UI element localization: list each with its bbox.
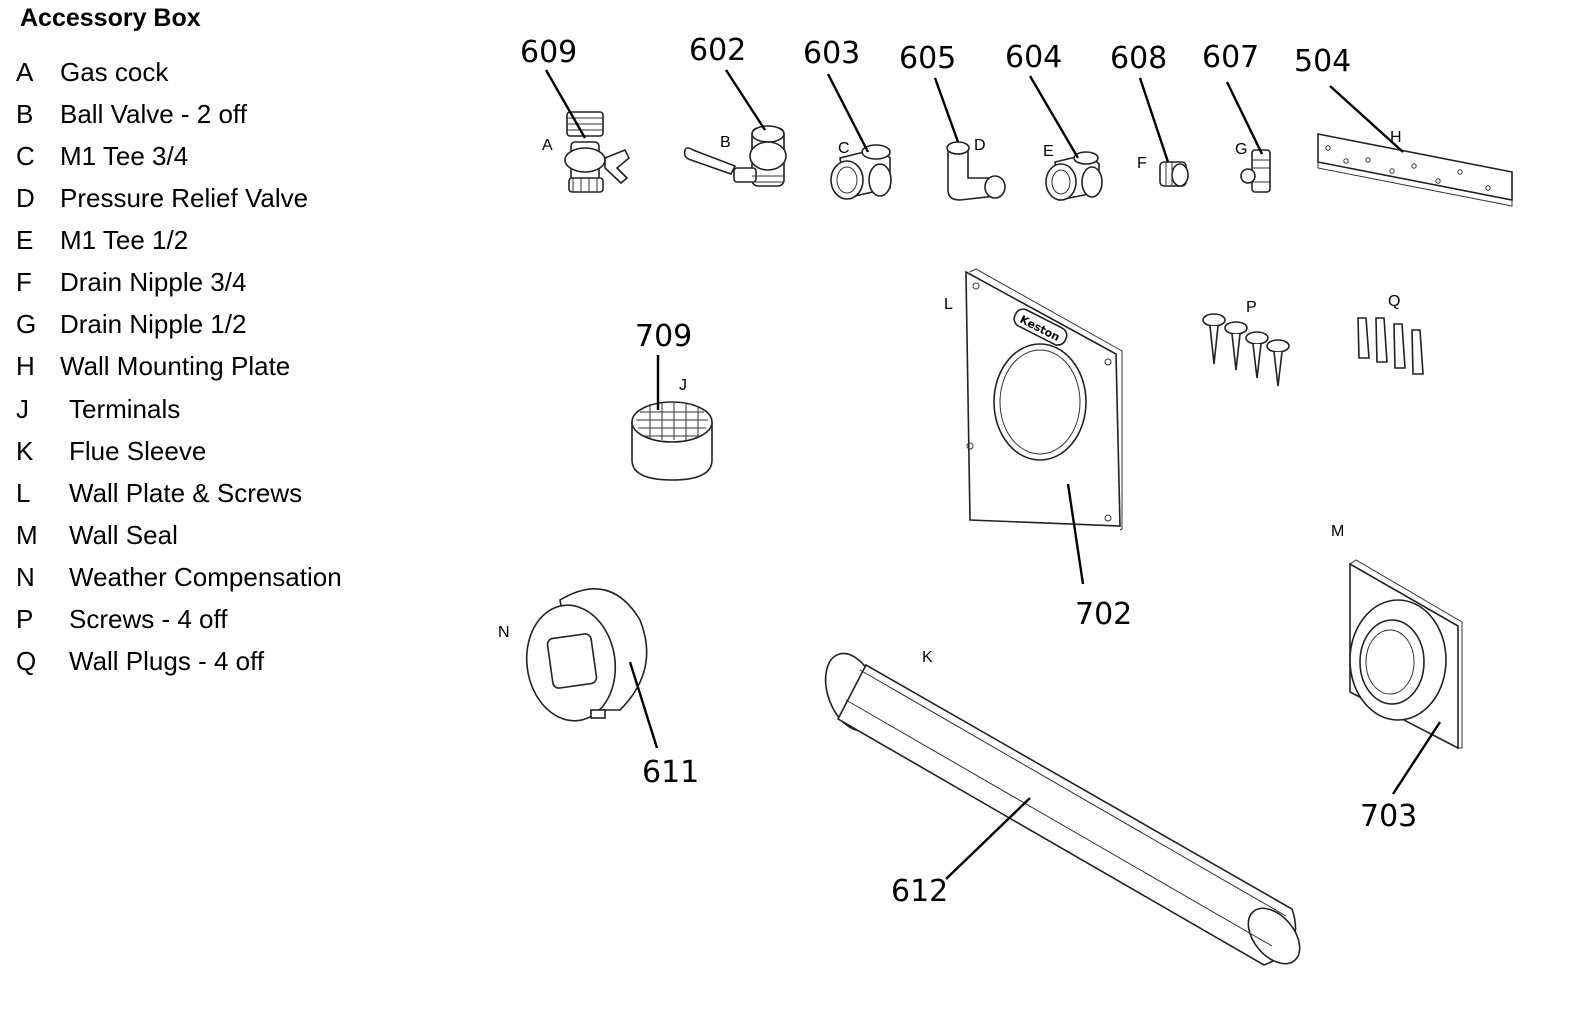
part-c-tee-3-4: C 603	[803, 36, 892, 200]
part-e-number: 604	[1005, 40, 1062, 75]
part-b-ball-valve: B 602	[683, 33, 787, 187]
part-e-letter: E	[1043, 143, 1054, 160]
part-j-number: 709	[635, 319, 692, 354]
part-q-wall-plugs: Q	[1357, 293, 1424, 375]
part-a-number: 609	[520, 35, 577, 70]
part-e-tee-1-2: E 604	[1005, 40, 1103, 201]
part-b-letter: B	[720, 134, 731, 151]
part-j-terminals: J 709	[631, 319, 713, 481]
part-f-letter: F	[1137, 155, 1147, 172]
part-g-letter: G	[1235, 141, 1247, 158]
part-l-letter: L	[944, 296, 953, 313]
part-h-number: 504	[1294, 44, 1351, 79]
part-l-number: 702	[1075, 597, 1132, 632]
part-h-letter: H	[1390, 129, 1402, 146]
part-k-number: 612	[891, 874, 948, 909]
part-j-letter: J	[679, 377, 687, 394]
part-l-wall-plate: Keston L 702	[944, 268, 1132, 632]
part-f-number: 608	[1110, 41, 1167, 76]
part-q-letter: Q	[1388, 293, 1400, 310]
part-p-screws: P	[1202, 299, 1290, 387]
part-m-wall-seal: M 703	[1331, 523, 1463, 834]
part-d-letter: D	[974, 137, 986, 154]
part-b-number: 602	[689, 33, 746, 68]
part-g-drain-nipple-1-2: G 607	[1202, 40, 1271, 193]
part-h-wall-mounting-plate: H 504	[1294, 44, 1513, 207]
part-m-letter: M	[1331, 523, 1344, 540]
part-d-number: 605	[899, 41, 956, 76]
part-c-letter: C	[838, 140, 850, 157]
legend-title: Accessory Box	[20, 4, 201, 32]
part-a-gas-cock: A 609	[520, 35, 630, 193]
part-k-flue-sleeve: K 612	[824, 649, 1301, 966]
part-m-number: 703	[1360, 799, 1417, 834]
part-c-number: 603	[803, 36, 860, 71]
part-a-letter: A	[542, 137, 553, 154]
part-d-pressure-relief-valve: D 605	[899, 41, 1006, 201]
part-f-drain-nipple-3-4: F 608	[1110, 41, 1189, 187]
part-n-letter: N	[498, 624, 510, 641]
part-n-number: 611	[642, 755, 699, 790]
part-k-letter: K	[922, 649, 933, 666]
part-n-weather-compensation: N 611	[498, 587, 699, 790]
part-g-number: 607	[1202, 40, 1259, 75]
part-p-letter: P	[1246, 299, 1257, 316]
